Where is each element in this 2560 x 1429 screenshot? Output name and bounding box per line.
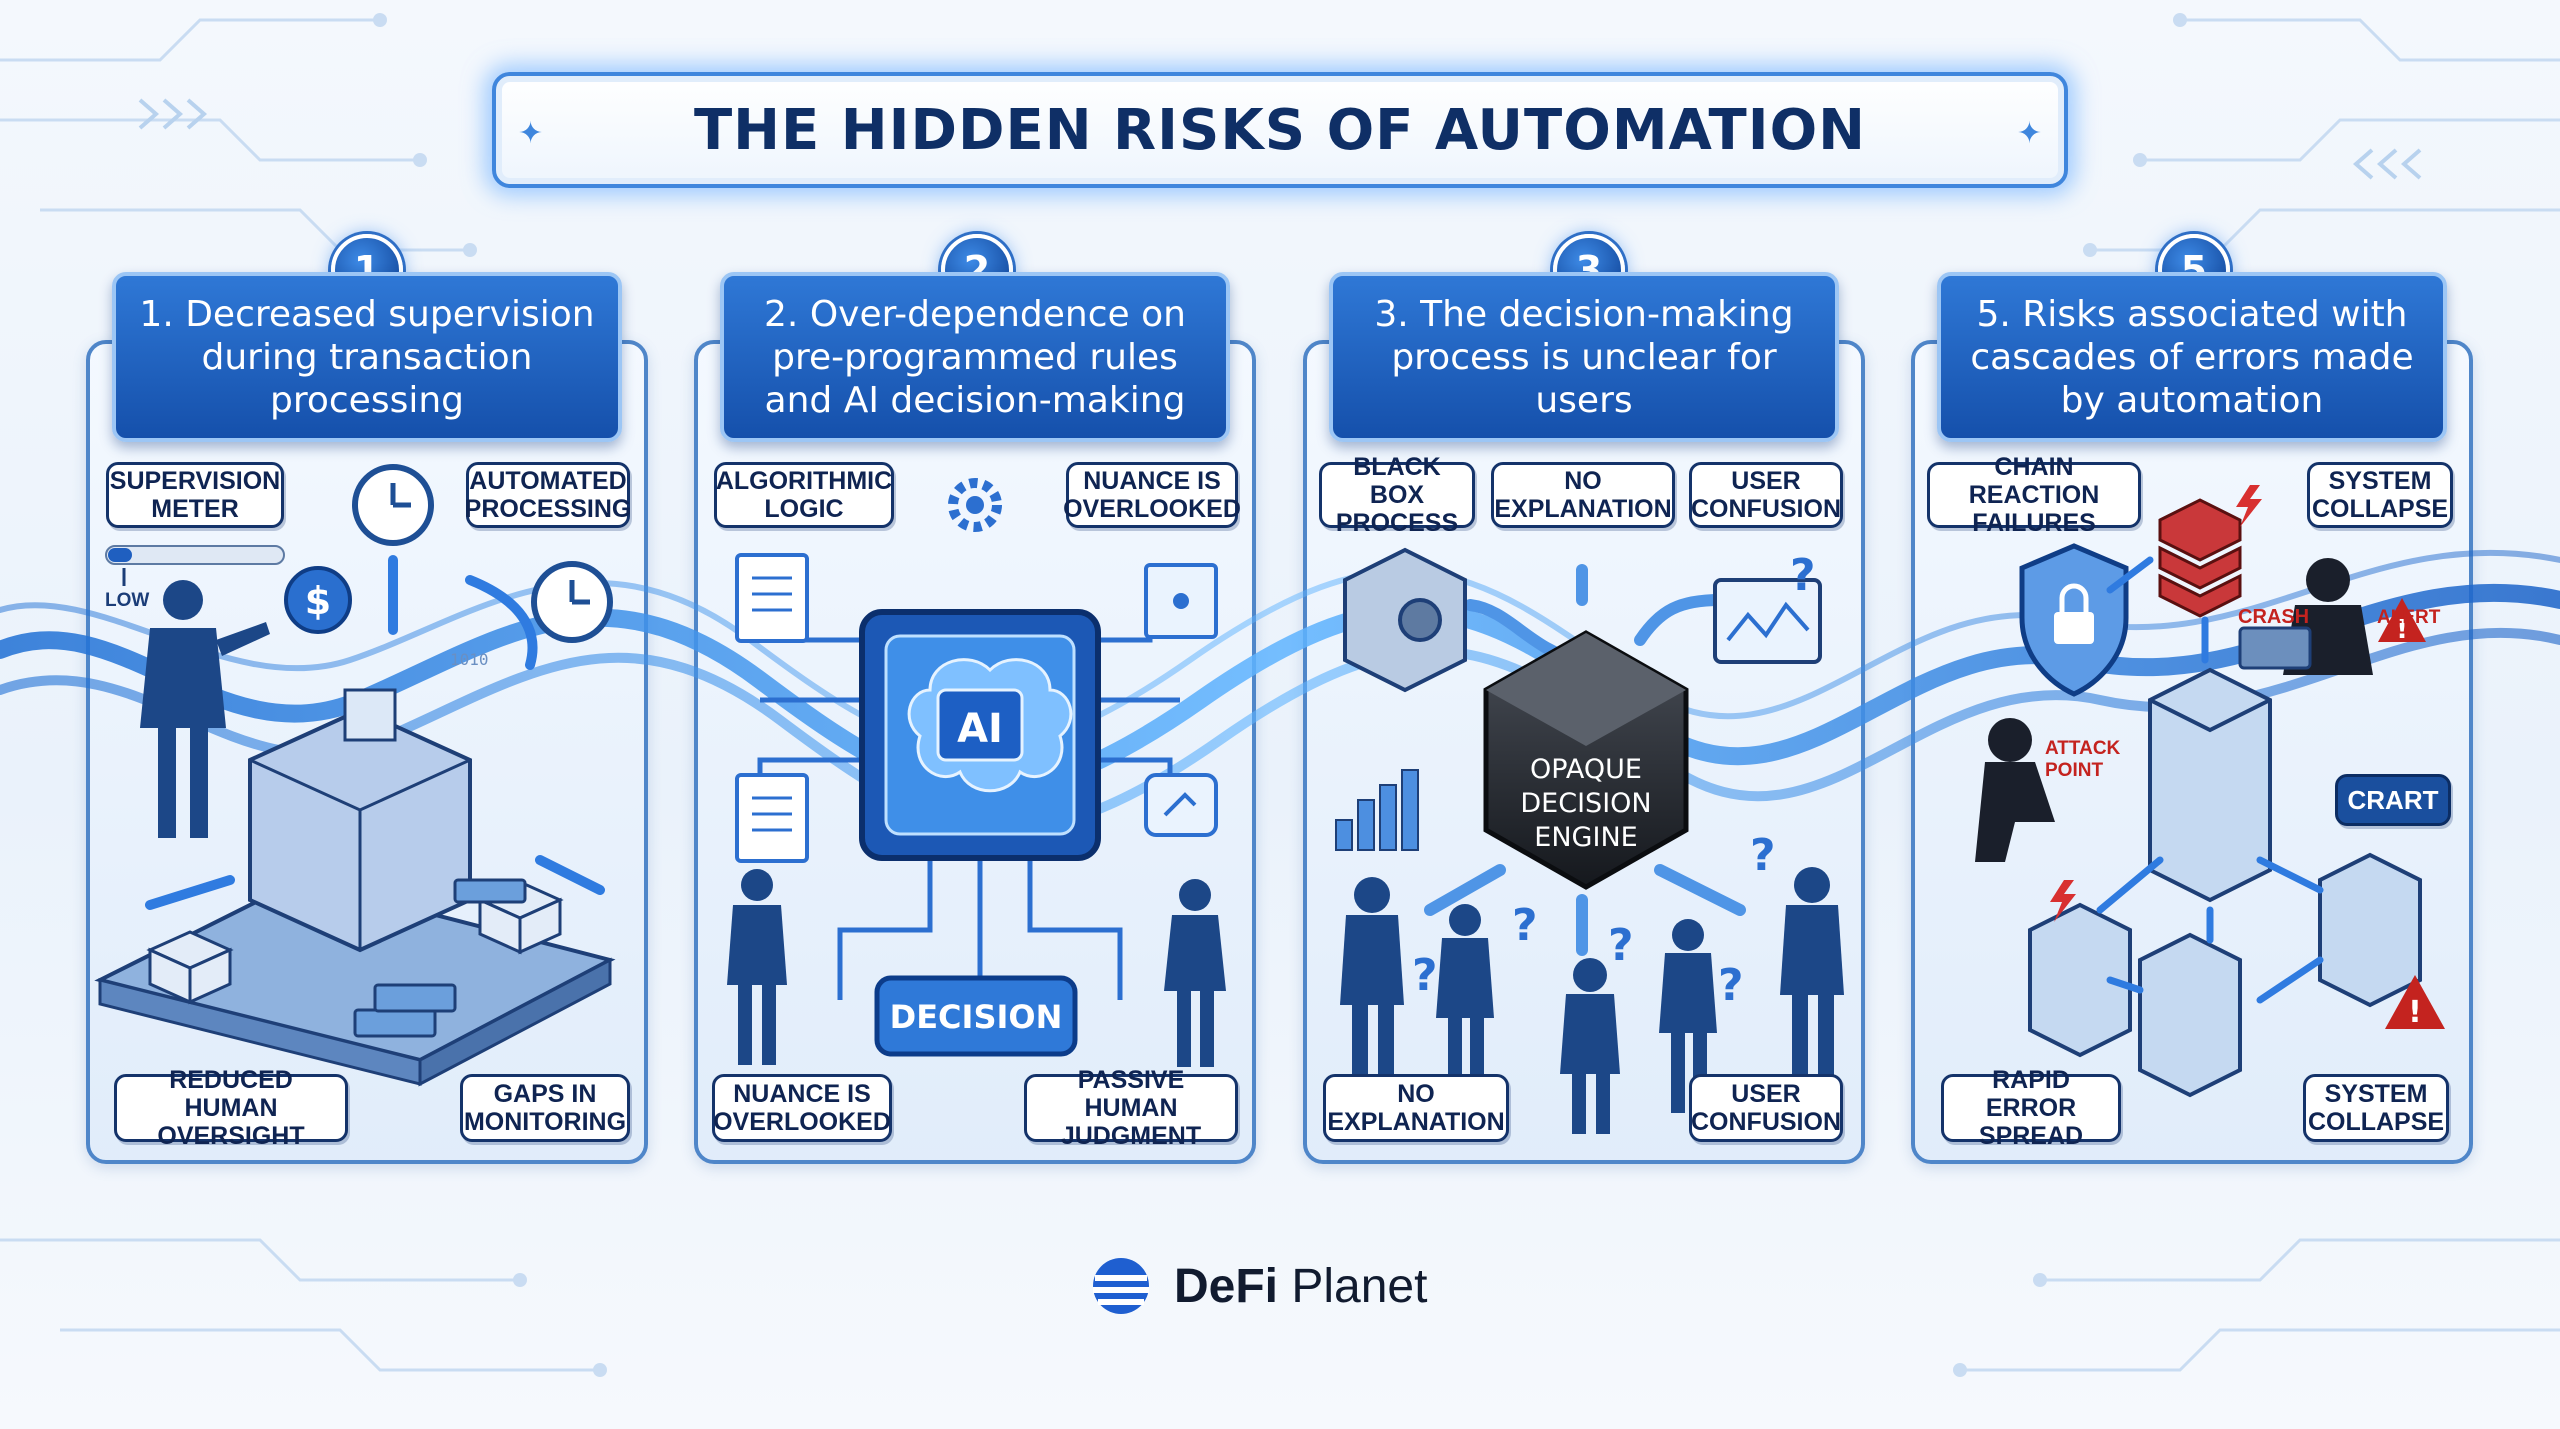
- label-passive-judgment: PASSIVE HUMAN JUDGMENT: [1024, 1066, 1238, 1150]
- label-system-collapse-top: SYSTEM COLLAPSE: [2307, 462, 2453, 528]
- label-user-confusion-bottom: USER CONFUSION: [1689, 1074, 1843, 1142]
- label-black-box: BLACK BOX PROCESS: [1319, 453, 1475, 537]
- label-algorithmic-logic: ALGORITHMIC LOGIC: [714, 462, 894, 528]
- label-no-explanation-bottom: NO EXPLANATION: [1323, 1074, 1509, 1142]
- label-system-collapse-bottom: SYSTEM COLLAPSE: [2303, 1074, 2449, 1142]
- defi-planet-logo: DeFi Planet: [1086, 1254, 1427, 1318]
- page-title: THE HIDDEN RISKS OF AUTOMATION: [693, 97, 1867, 163]
- globe-logo-icon: [1093, 1258, 1149, 1314]
- panel-header-5: 5. Risks associated with cascades of err…: [1937, 272, 2447, 442]
- panel-header-3: 3. The decision-making process is unclea…: [1329, 272, 1839, 442]
- label-reduced-oversight: REDUCED HUMAN OVERSIGHT: [114, 1066, 348, 1150]
- logo-text-regular: Planet: [1291, 1259, 1428, 1313]
- label-rapid-error-spread: RAPID ERROR SPREAD: [1941, 1066, 2121, 1150]
- sparkle-icon: ✦: [518, 116, 544, 151]
- label-supervision-meter: SUPERVISION METER: [106, 462, 284, 528]
- label-gaps-monitoring: GAPS IN MONITORING: [460, 1074, 630, 1142]
- label-automated-processing: AUTOMATED PROCESSING: [465, 462, 631, 528]
- panel-header-2: 2. Over-dependence on pre-programmed rul…: [720, 272, 1230, 442]
- label-chain-reaction: CHAIN REACTION FAILURES: [1927, 453, 2141, 537]
- logo-text-bold: DeFi: [1174, 1259, 1279, 1313]
- label-user-confusion-top: USER CONFUSION: [1689, 462, 1843, 528]
- title-banner: ✦ THE HIDDEN RISKS OF AUTOMATION ✦: [492, 72, 2068, 188]
- sparkle-icon: ✦: [2016, 116, 2042, 151]
- label-no-explanation-top: NO EXPLANATION: [1491, 462, 1675, 528]
- label-nuance-overlooked-top: NUANCE IS OVERLOOKED: [1063, 462, 1241, 528]
- panel-header-1: 1. Decreased supervision during transact…: [112, 272, 622, 442]
- crart-badge: CRART: [2335, 774, 2451, 826]
- label-nuance-overlooked-bottom: NUANCE IS OVERLOOKED: [712, 1074, 892, 1142]
